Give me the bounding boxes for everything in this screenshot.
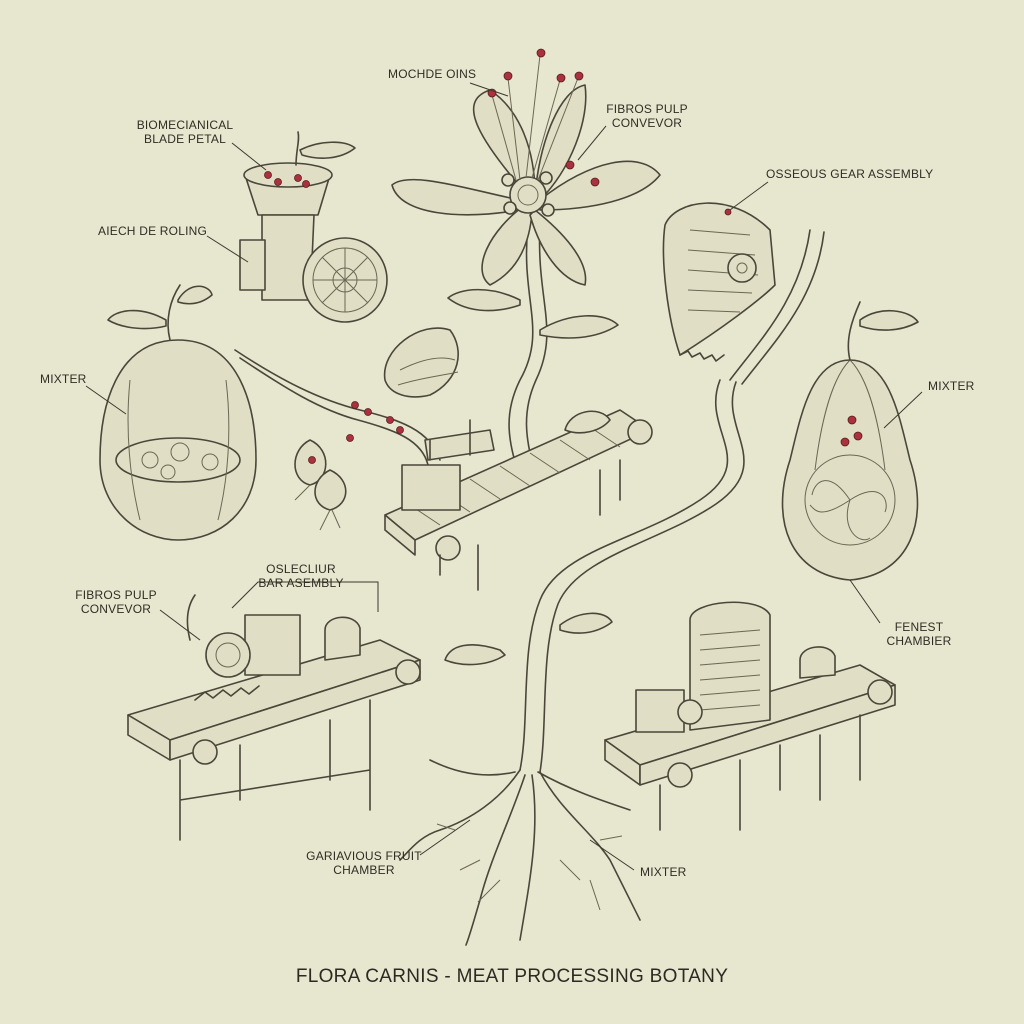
label-fibros-left-line1: FIBROS PULP [75,588,157,602]
thorny-branch [234,349,441,531]
roots [399,759,641,946]
label-osle-line1: OSLECLIUR [266,562,336,576]
label-mixter-left: MIXTER [40,372,87,386]
label-gariavious-fruit-chamber: GARIAVIOUS FRUIT CHAMBER [298,849,430,877]
seed-pod [383,327,459,398]
label-aiech-de-roling: AIECH DE ROLING [98,224,208,238]
label-fenest-line2: CHAMBIER [886,634,952,648]
label-osleclur-bar-assembly: OSLECLIUR BAR ASEMBLY [246,562,356,590]
flower-head [391,84,661,286]
left-conveyor [127,594,421,841]
label-fenest-line1: FENEST [894,620,944,634]
left-fruit-mixer [99,284,257,541]
label-fibros-left-line2: CONVEVOR [80,602,152,616]
osseous-gear [662,202,776,362]
right-conveyor [604,601,896,831]
leader-lines [85,82,923,871]
label-mixter-right: MIXTER [928,379,975,393]
flower-stamens [487,48,600,187]
label-biomechanical-line2: BLADE PETAL [143,132,226,146]
label-mochde-oins: MOCHDE OINS [388,67,477,81]
label-fibros-pulp-left: FIBROS PULP CONVEVOR [68,588,164,616]
label-biomechanical-blade-petal: BIOMECIANICAL BLADE PETAL [126,118,244,146]
label-fibros-top-line1: FIBROS PULP [606,102,688,116]
label-osle-line2: BAR ASEMBLY [258,576,344,590]
label-mixter-bottom: MIXTER [640,865,687,879]
label-fibros-pulp-top: FIBROS PULP CONVEVOR [602,102,692,130]
label-osseous-gear-assembly: OSSEOUS GEAR ASSEMBLY [766,167,934,181]
center-conveyor [384,409,653,591]
label-biomechanical-line1: BIOMECIANICAL [136,118,234,132]
grinder-machine [239,131,388,323]
central-stem [508,224,825,773]
label-fibros-top-line2: CONVEVOR [611,116,683,130]
diagram-title: FLORA CARNIS - MEAT PROCESSING BOTANY [295,966,729,987]
label-gari-line1: GARIAVIOUS FRUIT [306,849,422,863]
right-pear-mixer [781,301,919,581]
stem-leaves [444,288,619,666]
label-gari-line2: CHAMBER [333,863,395,877]
label-fenest-chamber: FENEST CHAMBIER [880,620,958,648]
